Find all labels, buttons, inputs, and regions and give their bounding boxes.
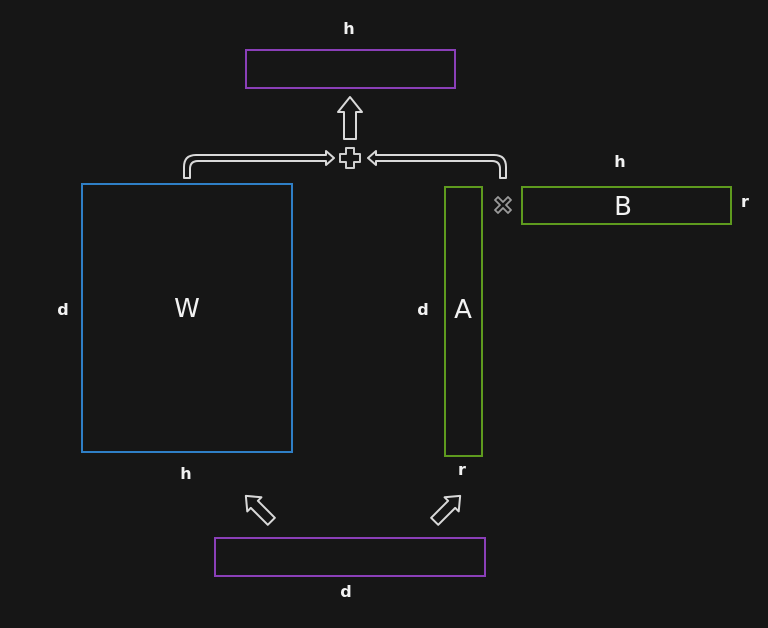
multiply-icon [494,196,512,214]
matrix-b [521,186,732,225]
arrow-left-icon [367,150,507,179]
matrix-a-cols-label: r [458,460,466,479]
matrix-b-label: B [614,192,632,222]
input-vector-x [214,537,486,577]
plus-icon [339,147,361,169]
arrow-up-left-icon [244,494,276,526]
matrix-a-rows-label: d [417,300,429,319]
matrix-w-cols-label: h [180,464,192,483]
matrix-a [444,186,483,457]
arrow-right-icon [183,150,335,179]
input-dim-label: d [340,582,352,601]
arrow-up-right-icon [430,494,462,526]
arrow-up-icon [337,96,363,140]
matrix-a-label: A [454,295,472,325]
matrix-b-cols-label: h [614,152,626,171]
matrix-w-rows-label: d [57,300,69,319]
matrix-w-label: W [174,294,200,324]
output-dim-label: h [343,19,355,38]
matrix-w [81,183,293,453]
matrix-b-rows-label: r [741,192,749,211]
output-vector-h [245,49,456,89]
